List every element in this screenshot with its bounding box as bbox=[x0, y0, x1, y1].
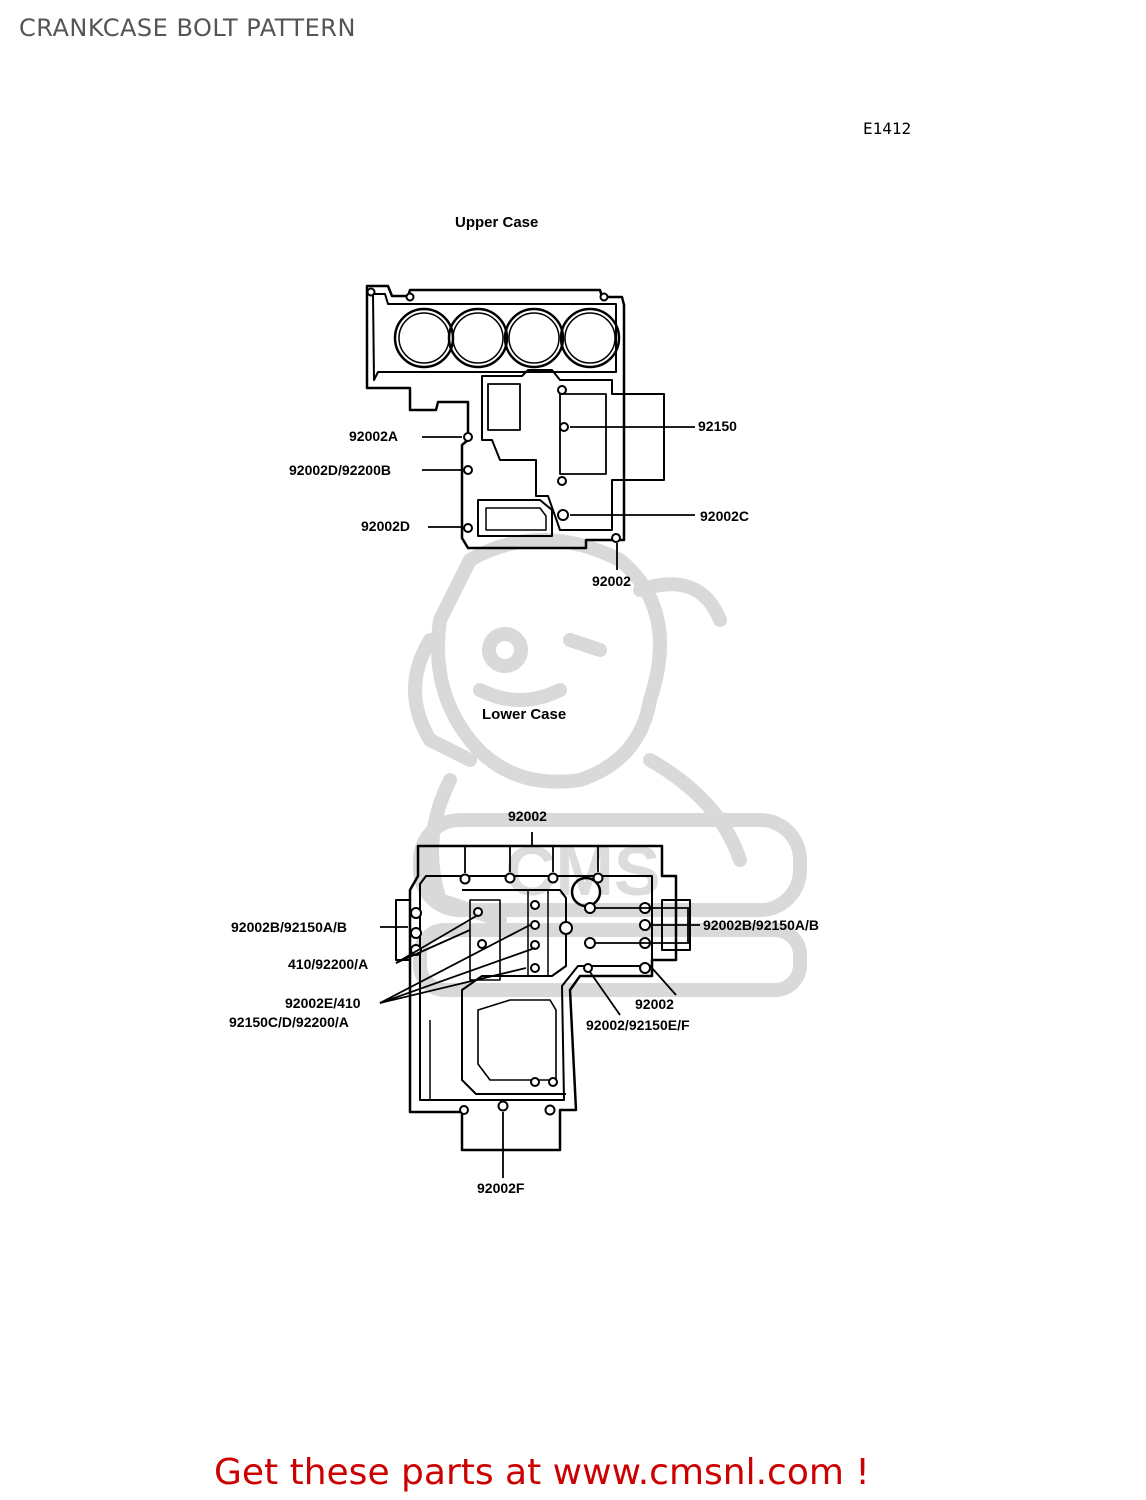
callout-92150c-d: 92150C/D/92200/A bbox=[229, 1014, 349, 1030]
callout-92002e-410: 92002E/410 bbox=[285, 995, 361, 1011]
lower-leader-lines bbox=[379, 832, 700, 1178]
lower-case-drawing bbox=[395, 844, 691, 1152]
upper-bolt-holes bbox=[366, 287, 621, 543]
page-title: CRANKCASE BOLT PATTERN bbox=[19, 14, 356, 42]
callout-92002d-92200b: 92002D/92200B bbox=[289, 462, 391, 478]
callout-92002a: 92002A bbox=[349, 428, 399, 444]
callout-92002f: 92002F bbox=[477, 1180, 525, 1196]
diagram-ref-code: E1412 bbox=[863, 119, 912, 138]
callout-92002-upper: 92002 bbox=[592, 573, 631, 589]
lower-case-label: Lower Case bbox=[482, 706, 567, 723]
callout-92002c: 92002C bbox=[700, 508, 750, 524]
callout-410-92200a: 410/92200/A bbox=[288, 956, 369, 972]
upper-leader-lines bbox=[422, 426, 695, 570]
callout-92002d: 92002D bbox=[361, 518, 411, 534]
watermark-logo bbox=[408, 533, 807, 997]
upper-case-drawing bbox=[365, 284, 665, 550]
callout-92002b-right: 92002B/92150A/B bbox=[703, 917, 819, 933]
lower-bolt-holes bbox=[410, 872, 651, 1116]
callout-92002-right: 92002 bbox=[635, 996, 674, 1012]
callout-92002-92150ef: 92002/92150E/F bbox=[586, 1017, 690, 1033]
footer-parts-link[interactable]: Get these parts at www.cmsnl.com ! bbox=[214, 1452, 870, 1493]
callout-92002b-left: 92002B/92150A/B bbox=[231, 919, 347, 935]
upper-case-label: Upper Case bbox=[455, 214, 539, 231]
callout-92002-top: 92002 bbox=[508, 808, 547, 824]
callout-92150: 92150 bbox=[698, 418, 737, 434]
